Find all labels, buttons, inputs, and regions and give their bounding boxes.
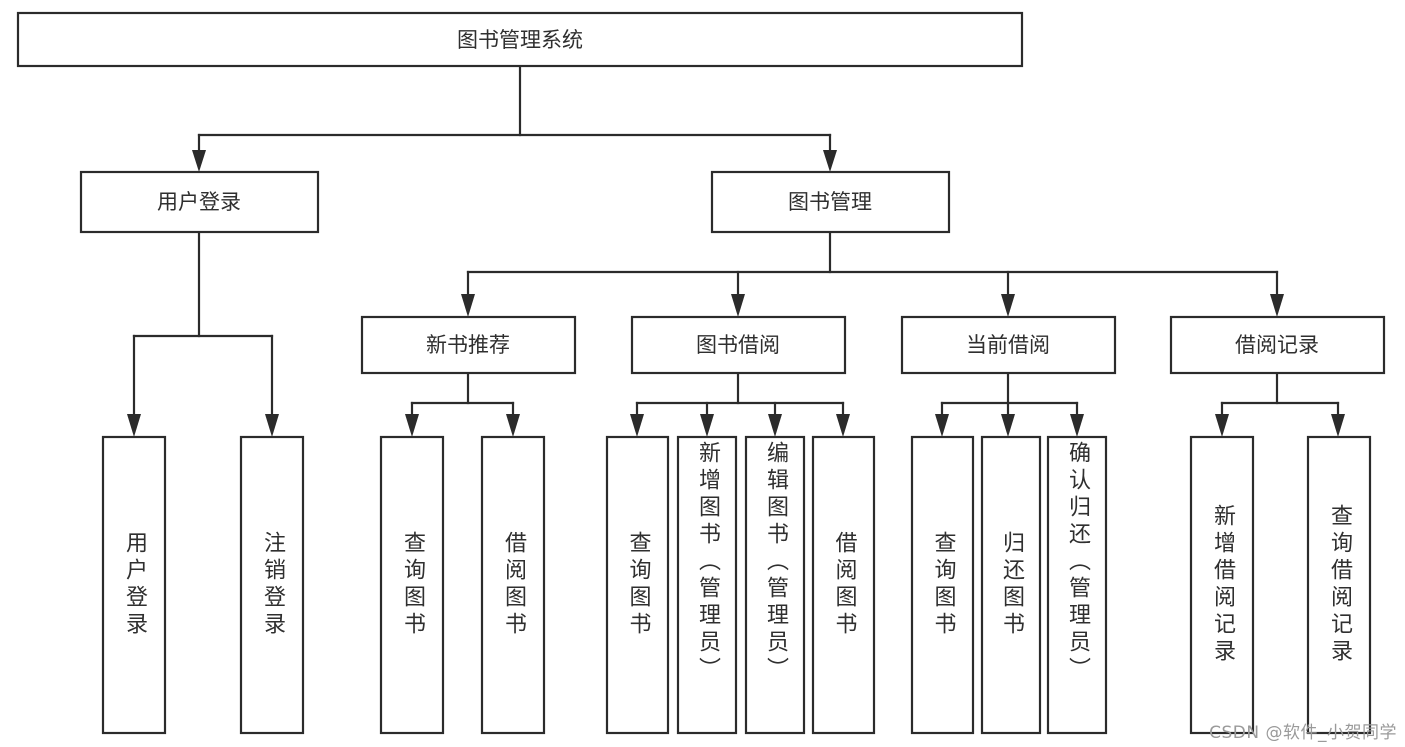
leaf-rect-current-borrow-3[interactable] — [1046, 435, 1108, 735]
arrow-head-bb-leaf1 — [630, 414, 644, 437]
node-book-manage-rect[interactable] — [710, 170, 951, 234]
node-book-borrow[interactable]: 图书借阅 — [630, 315, 847, 375]
arrow-head-cb-leaf2 — [1001, 414, 1015, 437]
node-borrow-record[interactable]: 借阅记录 — [1169, 315, 1386, 375]
leaf-rect-new-book-2[interactable] — [480, 435, 546, 735]
leaf-rect-book-borrow-3[interactable] — [744, 435, 806, 735]
node-borrow-record-rect[interactable] — [1169, 315, 1386, 375]
node-book-manage-label: 图书管理 — [788, 190, 872, 214]
leaf-rect-new-book-1[interactable] — [379, 435, 445, 735]
arrow-head-br-leaf1 — [1215, 414, 1229, 437]
leaf-rect-borrow-record-2[interactable] — [1306, 435, 1372, 735]
arrow-head-borrow-record — [1270, 294, 1284, 317]
leaf-rect-book-borrow-2[interactable] — [676, 435, 738, 735]
leaf-rect-current-borrow-2[interactable] — [980, 435, 1042, 735]
arrow-head-leaf-logout — [265, 414, 279, 437]
arrow-head-bb-leaf3 — [768, 414, 782, 437]
arrow-head-cb-leaf3 — [1070, 414, 1084, 437]
connector-layer — [127, 64, 1345, 437]
node-book-manage[interactable]: 图书管理 — [710, 170, 951, 234]
node-book-borrow-rect[interactable] — [630, 315, 847, 375]
node-current-borrow[interactable]: 当前借阅 — [900, 315, 1117, 375]
arrow-head-nb-leaf1 — [405, 414, 419, 437]
arrow-head-bb-leaf4 — [836, 414, 850, 437]
arrow-head-current-borrow — [1001, 294, 1015, 317]
node-book-borrow-label: 图书借阅 — [696, 333, 780, 357]
node-user-login-rect[interactable] — [79, 170, 320, 234]
arrow-head-leaf-user-login — [127, 414, 141, 437]
leaf-rect-borrow-record-1[interactable] — [1189, 435, 1255, 735]
arrow-head-user-login — [192, 150, 206, 172]
arrow-head-book-manage — [823, 150, 837, 172]
arrow-head-br-leaf2 — [1331, 414, 1345, 437]
leaf-rect-user-login-1[interactable] — [101, 435, 167, 735]
node-borrow-record-label: 借阅记录 — [1235, 333, 1319, 357]
node-new-book-recommend[interactable]: 新书推荐 — [360, 315, 577, 375]
leaf-rect-user-login-2[interactable] — [239, 435, 305, 735]
node-current-borrow-label: 当前借阅 — [966, 333, 1050, 357]
node-current-borrow-rect[interactable] — [900, 315, 1117, 375]
leaf-rect-book-borrow-4[interactable] — [811, 435, 876, 735]
node-new-book-recommend-rect[interactable] — [360, 315, 577, 375]
leaf-rect-book-borrow-1[interactable] — [605, 435, 670, 735]
arrow-head-nb-leaf2 — [506, 414, 520, 437]
node-user-login-label: 用户登录 — [157, 190, 241, 214]
node-new-book-recommend-label: 新书推荐 — [426, 333, 510, 357]
arrow-head-new-book — [461, 294, 475, 317]
node-root[interactable]: 图书管理系统 — [16, 11, 1024, 68]
leaf-rect-current-borrow-1[interactable] — [910, 435, 975, 735]
node-root-label: 图书管理系统 — [457, 28, 583, 52]
node-user-login[interactable]: 用户登录 — [79, 170, 320, 234]
node-root-rect[interactable] — [16, 11, 1024, 68]
arrow-head-cb-leaf1 — [935, 414, 949, 437]
arrow-head-bb-leaf2 — [700, 414, 714, 437]
arrow-head-book-borrow — [731, 294, 745, 317]
watermark: CSDN @软件_小贺同学 — [1209, 723, 1397, 743]
